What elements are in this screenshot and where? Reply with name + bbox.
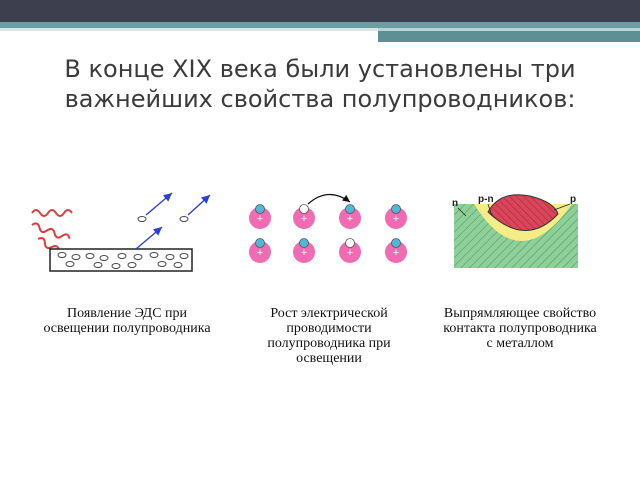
free-electron-site: [345, 238, 355, 248]
ion-plus-sign: +: [257, 247, 263, 259]
bound-electron: [255, 204, 265, 214]
positive-ion: [249, 241, 271, 263]
caption-photo-emf: Появление ЭДС при освещении полупроводни…: [43, 306, 211, 336]
ion-plus-sign: +: [393, 213, 399, 225]
header-bar-teal: [0, 22, 640, 28]
header-tab: [378, 31, 640, 42]
electrons-in-slab: [57, 252, 189, 269]
label-pn: p-n: [478, 194, 494, 205]
ion-plus-sign: +: [301, 213, 307, 225]
positive-ion: [339, 207, 361, 229]
label-p: p: [570, 194, 576, 205]
positive-ion-lattice: + + + + + + + +: [249, 204, 407, 263]
label-pointers: [457, 203, 571, 217]
ion-plus-sign: +: [393, 247, 399, 259]
label-n: n: [452, 198, 458, 209]
ion-plus-sign: +: [257, 213, 263, 225]
photoconductivity-diagram: + + + + + + + +: [249, 193, 407, 263]
ion-plus-sign: +: [347, 247, 353, 259]
free-electron-site: [299, 204, 309, 214]
electron-trajectory-arrows: [135, 192, 211, 250]
bound-electron: [345, 204, 355, 214]
positive-ion: [385, 207, 407, 229]
ion-plus-sign: +: [347, 213, 353, 225]
bound-electron: [391, 238, 401, 248]
emitted-electrons: [137, 216, 189, 222]
slide-title: В конце XIX века были установлены три ва…: [64, 55, 576, 113]
header-tab-light: [378, 28, 640, 31]
bound-electron: [255, 238, 265, 248]
ion-plus-sign: +: [301, 247, 307, 259]
positive-ion: [293, 241, 315, 263]
positive-ion: [293, 207, 315, 229]
header-bar-dark: [0, 0, 640, 22]
bound-electron: [299, 238, 309, 248]
positive-ion: [339, 241, 361, 263]
caption-rectifying-contact: Выпрямляющее свойство контакта полупрово…: [443, 306, 597, 351]
bound-electron: [391, 204, 401, 214]
p-region: [487, 194, 559, 231]
positive-ion: [385, 241, 407, 263]
semiconductor-slab: [49, 248, 193, 272]
positive-ion: [249, 207, 271, 229]
header-bar-light: [0, 28, 640, 31]
electron-hop-arrow: [307, 193, 351, 205]
photo-emf-diagram: [31, 192, 211, 272]
caption-photoconductivity: Рост электрической проводимости полупров…: [267, 306, 391, 366]
rectifying-contact-diagram: n p-n p: [452, 194, 578, 268]
